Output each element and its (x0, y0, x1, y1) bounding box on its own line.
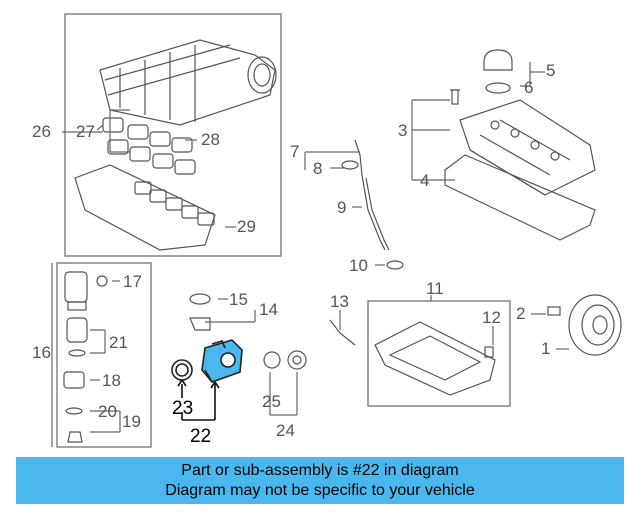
banner-line-2: Diagram may not be specific to your vehi… (165, 481, 475, 499)
pulley-drawing (547, 294, 622, 356)
seal-and-plug-drawing (263, 350, 307, 370)
callout-16: 16 (32, 343, 51, 362)
callout-6: 6 (524, 78, 534, 97)
oil-cap-drawing (483, 49, 513, 94)
callout-24: 24 (276, 421, 295, 440)
o-ring-23-drawing (171, 359, 193, 381)
oil-pan-group-box (367, 300, 511, 407)
filter-group-box (56, 262, 152, 448)
callout-26: 26 (32, 122, 51, 141)
callout-25: 25 (262, 392, 281, 411)
callout-19: 19 (122, 412, 141, 431)
lower-manifold-drawing (74, 164, 216, 251)
callout-3: 3 (398, 121, 408, 140)
part-22-drawing (201, 339, 243, 383)
callout-4: 4 (420, 171, 430, 190)
callout-2: 2 (516, 304, 526, 323)
callout-1: 1 (541, 339, 551, 358)
parts-diagram (51, 13, 622, 448)
callout-12: 12 (482, 308, 501, 327)
oil-pan-drawing (374, 321, 496, 396)
callout-21: 21 (109, 333, 128, 352)
callout-5: 5 (546, 61, 556, 80)
callout-7: 7 (290, 142, 300, 161)
valve-cover-drawing (444, 99, 596, 241)
callout-17: 17 (123, 272, 142, 291)
callout-23: 23 (172, 398, 194, 419)
intake-gaskets-drawing (102, 117, 196, 175)
callout-9: 9 (337, 198, 347, 217)
callout-20: 20 (98, 402, 117, 421)
callout-8: 8 (313, 159, 323, 178)
dipstick-drawing (341, 139, 404, 270)
leader-lines (51, 62, 569, 447)
callout-11: 11 (426, 279, 444, 298)
cover-bolt-drawing (450, 89, 460, 105)
callout-18: 18 (102, 371, 121, 390)
pcv-parts-drawing (189, 293, 356, 346)
intake-manifold-drawing (99, 39, 277, 126)
oil-filter-drawing (63, 271, 108, 443)
banner-line-1: Part or sub-assembly is #22 in diagram (181, 461, 459, 479)
leader-lines-22-23 (177, 379, 220, 421)
intake-manifold-group-box (64, 13, 282, 257)
callout-22: 22 (190, 426, 212, 447)
callout-27: 27 (76, 122, 95, 141)
callout-10: 10 (349, 256, 368, 275)
callout-15: 15 (229, 290, 248, 309)
callout-13: 13 (330, 292, 349, 311)
callout-29: 29 (237, 217, 256, 236)
info-banner: Part or sub-assembly is #22 in diagram D… (16, 457, 624, 504)
callout-14: 14 (259, 300, 278, 319)
callout-28: 28 (201, 130, 220, 149)
